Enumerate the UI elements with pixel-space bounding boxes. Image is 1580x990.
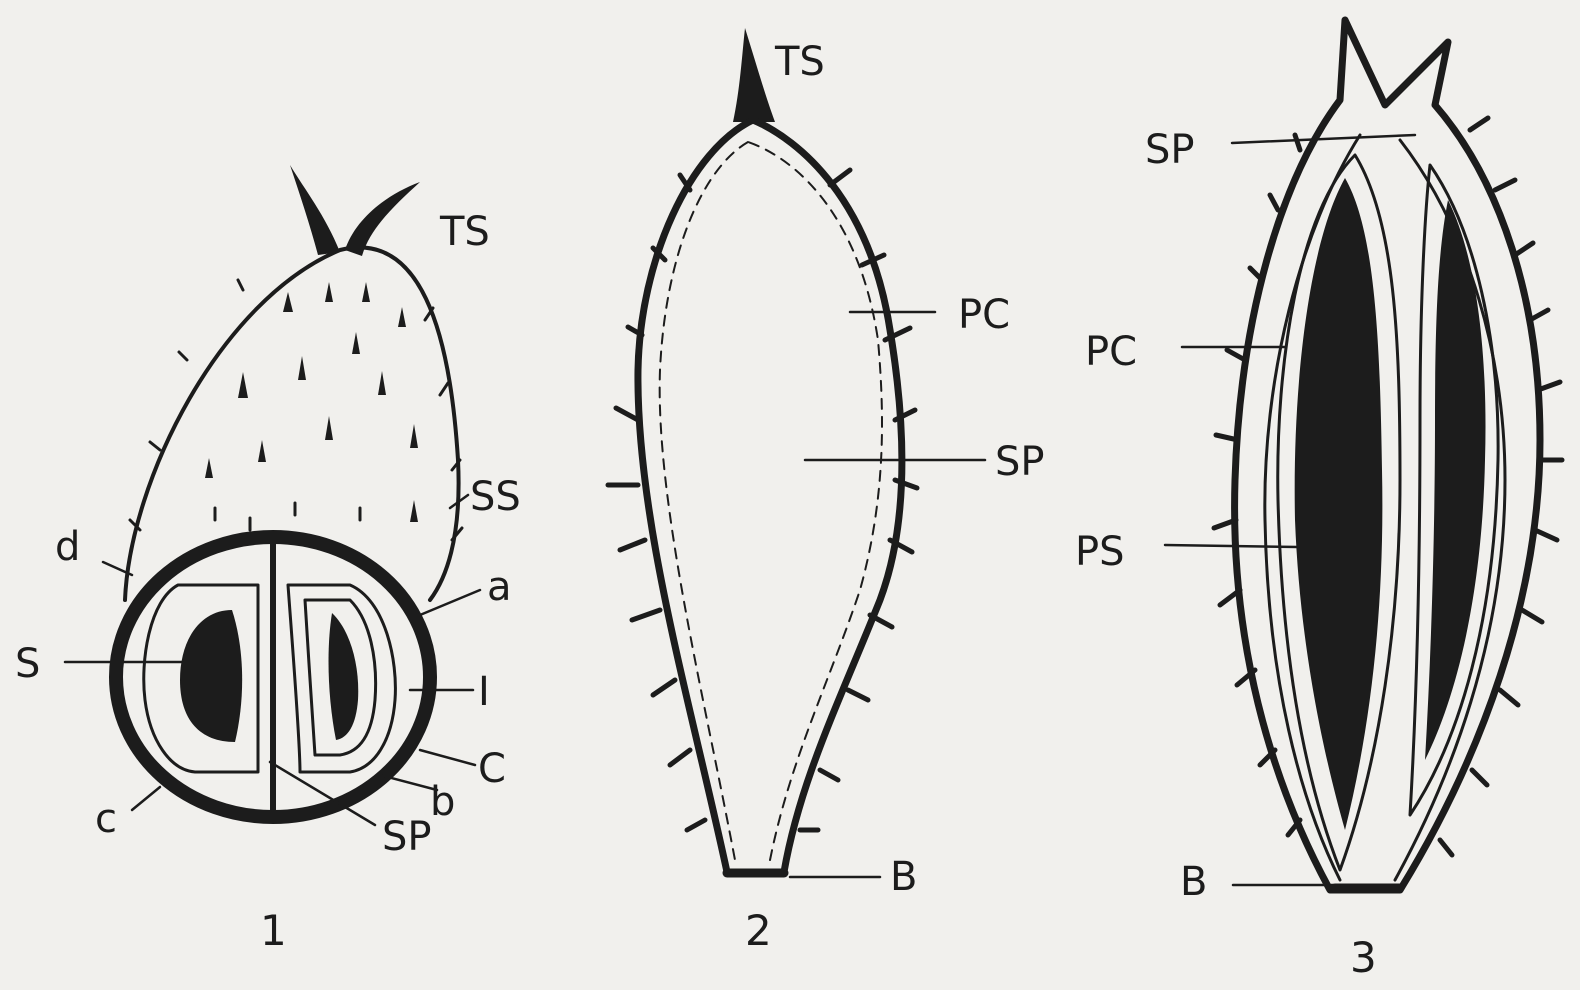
fig3-right-seed: [1425, 200, 1486, 760]
fig1-label-s: S: [15, 641, 40, 687]
fig2-label-pc: PC: [958, 292, 1010, 338]
fig3-husk-outline: [1235, 20, 1540, 890]
fig2-leader-lines: [790, 312, 985, 877]
fig1-label-i: I: [478, 669, 490, 715]
fig1-label-sp: SP: [382, 814, 432, 860]
fig1-terminal-spine-left: [290, 165, 340, 255]
fig2-label-b: B: [890, 854, 917, 900]
fig1-label-d: d: [55, 524, 80, 570]
fig2-label-sp: SP: [995, 439, 1045, 485]
fig1-terminal-spine-right: [345, 182, 420, 256]
fig3-number: 3: [1350, 933, 1377, 982]
fig1-label-ss: SS: [470, 474, 521, 520]
fig2-label-ts: TS: [774, 39, 825, 85]
fig2-terminal-spine: [733, 28, 775, 122]
fig1-husk-outline: [125, 247, 459, 600]
figure-1: TS SS d a S I C b c SP 1: [15, 165, 521, 955]
fig1-label-ts: TS: [439, 209, 490, 255]
fig2-number: 2: [745, 906, 772, 955]
fig3-label-pc: PC: [1085, 329, 1137, 375]
fig1-right-seed: [329, 613, 359, 740]
fig1-number: 1: [260, 906, 287, 955]
fig1-edge-spines: [130, 280, 462, 540]
fig1-left-seed: [180, 610, 242, 742]
figure-3: SP PC PS B 3: [1075, 20, 1562, 982]
fig1-label-c-lower: c: [95, 796, 117, 842]
figure-2: TS PC SP B 2: [608, 28, 1045, 955]
fig3-label-b: B: [1180, 859, 1207, 905]
fig3-label-ps: PS: [1075, 529, 1125, 575]
fig1-label-a: a: [487, 564, 512, 610]
fig3-left-seed: [1295, 178, 1383, 830]
fig1-label-b: b: [430, 779, 455, 825]
fig1-surface-spines: [205, 282, 418, 522]
fig3-label-sp: SP: [1145, 127, 1195, 173]
fig1-label-c-upper: C: [478, 746, 506, 792]
fig2-seed-outline: [660, 142, 882, 860]
